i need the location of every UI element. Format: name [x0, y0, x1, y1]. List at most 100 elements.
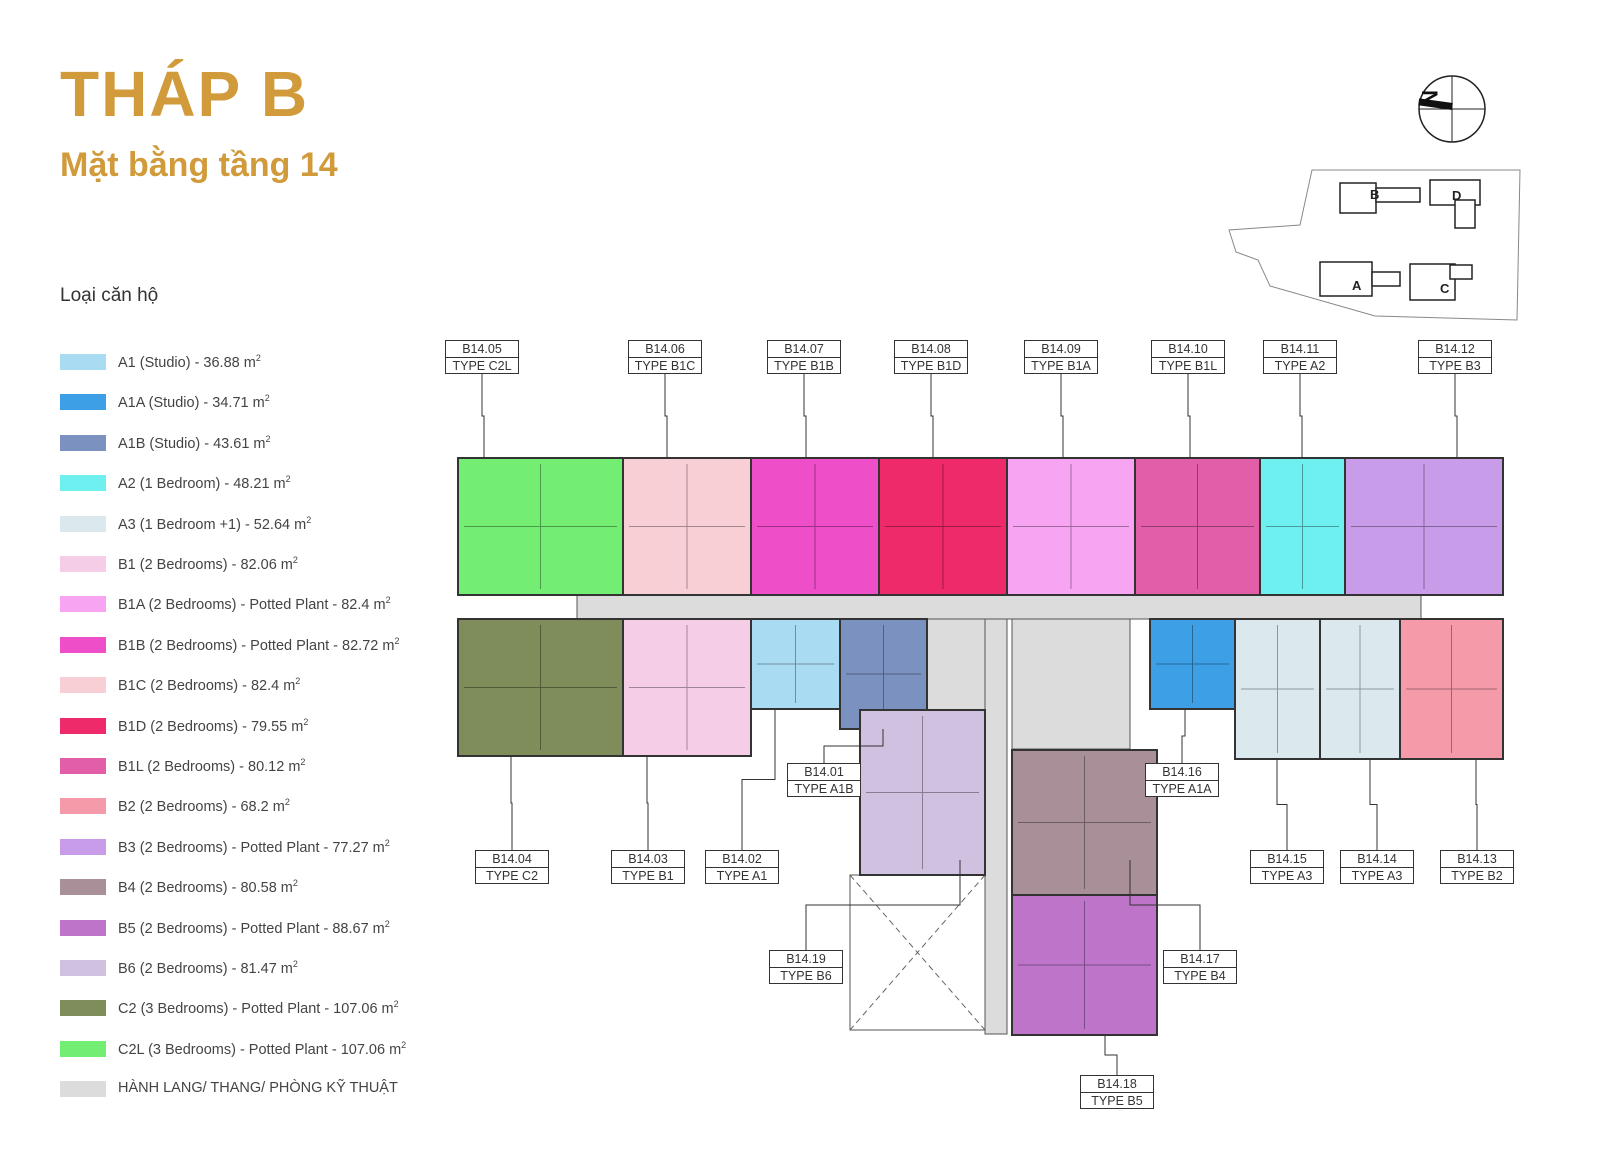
- unit-room-lines: [757, 625, 834, 703]
- unit-code: B14.10: [1152, 341, 1224, 358]
- unit-type: TYPE B2: [1451, 869, 1503, 883]
- unit-block: [1011, 894, 1158, 1036]
- legend-swatch: [60, 596, 106, 613]
- legend-item: B1 (2 Bedrooms) - 82.06 m2: [60, 554, 460, 574]
- legend-swatch: [60, 677, 106, 694]
- unit-room-lines: [1406, 625, 1497, 753]
- unit-type: TYPE B1B: [774, 359, 834, 373]
- page-subtitle: Mặt bằng tầng 14: [60, 146, 338, 184]
- legend-swatch: [60, 758, 106, 774]
- leader-lines: [481, 374, 1478, 1075]
- unit-room-lines: [1266, 464, 1339, 589]
- unit-type: TYPE A2: [1274, 359, 1326, 373]
- legend-item: A1 (Studio) - 36.88 m2: [60, 352, 460, 372]
- unit-type: TYPE B4: [1174, 969, 1226, 983]
- unit-room-lines: [1141, 464, 1254, 589]
- leader-line: [1104, 1035, 1118, 1075]
- unit-type: TYPE B1: [622, 869, 674, 883]
- unit-type: TYPE C2L: [452, 359, 512, 373]
- legend-swatch: [60, 838, 106, 855]
- legend-swatch: [60, 1081, 106, 1098]
- leader-line: [1276, 759, 1288, 850]
- legend-item: B1A (2 Bedrooms) - Potted Plant - 82.4 m…: [60, 594, 460, 614]
- legend-item: A1B (Studio) - 43.61 m2: [60, 433, 460, 453]
- legend-label: C2L (3 Bedrooms) - Potted Plant - 107.06…: [118, 1039, 407, 1058]
- unit-block: [878, 457, 1008, 596]
- unit-code: B14.14: [1341, 851, 1413, 868]
- unit-block: [622, 457, 752, 596]
- legend-swatch: [60, 515, 106, 532]
- unit-code: B14.07: [768, 341, 840, 358]
- legend-label: B2 (2 Bedrooms) - 68.2 m2: [118, 797, 290, 816]
- leader-line: [1454, 374, 1458, 458]
- unit-type: TYPE A3: [1261, 869, 1313, 883]
- unit-block: [1134, 457, 1261, 596]
- legend-label: A1B (Studio) - 43.61 m2: [118, 433, 271, 452]
- key-plan: B D A C: [1228, 169, 1521, 321]
- unit-block: [1259, 457, 1346, 596]
- leader-line: [646, 756, 649, 850]
- legend-item: B1D (2 Bedrooms) - 79.55 m2: [60, 716, 460, 736]
- unit-code: B14.12: [1419, 341, 1491, 358]
- compass-icon: N: [1417, 75, 1486, 143]
- unit-room-lines: [629, 625, 745, 750]
- unit-room-lines: [1013, 464, 1129, 589]
- unit-block: [1319, 618, 1401, 760]
- page-title: THÁP B: [60, 58, 310, 130]
- unit-code: B14.05: [446, 341, 518, 358]
- unit-type: TYPE B1D: [900, 359, 962, 373]
- unit-block: [457, 618, 624, 757]
- legend-swatch: [60, 717, 106, 734]
- unit-code: B14.08: [895, 341, 967, 358]
- unit-room-lines: [1351, 464, 1497, 589]
- leader-line: [1060, 374, 1064, 458]
- legend-item: HÀNH LANG/ THANG/ PHÒNG KỸ THUẬT: [60, 1079, 460, 1099]
- leader-line: [805, 860, 961, 950]
- legend-label: B1D (2 Bedrooms) - 79.55 m2: [118, 716, 309, 735]
- legend-label: B5 (2 Bedrooms) - Potted Plant - 88.67 m…: [118, 918, 390, 937]
- unit-code: B14.18: [1081, 1076, 1153, 1093]
- legend-label: A3 (1 Bedroom +1) - 52.64 m2: [118, 514, 312, 533]
- unit-type: TYPE B5: [1091, 1094, 1143, 1108]
- unit-code: B14.06: [629, 341, 701, 358]
- unit-code: B14.17: [1164, 951, 1236, 968]
- legend-heading: Loại căn hộ: [60, 285, 159, 306]
- legend-swatch: [60, 475, 106, 492]
- unit-type: TYPE B6: [780, 969, 832, 983]
- legend-item: B3 (2 Bedrooms) - Potted Plant - 77.27 m…: [60, 837, 460, 857]
- unit-room-lines: [629, 464, 745, 589]
- unit-room-lines: [885, 464, 1001, 589]
- unit-type: TYPE A1B: [794, 782, 854, 796]
- legend-item: B2 (2 Bedrooms) - 68.2 m2: [60, 796, 460, 816]
- legend-label: B1B (2 Bedrooms) - Potted Plant - 82.72 …: [118, 635, 400, 654]
- legend-swatch: [60, 960, 106, 976]
- unit-room-lines: [846, 625, 921, 723]
- key-plan-tower-d: D: [1452, 188, 1461, 203]
- legend-item: A2 (1 Bedroom) - 48.21 m2: [60, 473, 460, 493]
- key-plan-tower-a: A: [1352, 278, 1362, 293]
- key-plan-tower-b: B: [1370, 187, 1379, 202]
- legend-swatch: [60, 636, 106, 653]
- leader-line: [1475, 759, 1478, 850]
- unit-code: B14.09: [1025, 341, 1097, 358]
- unit-type: TYPE B3: [1429, 359, 1481, 373]
- legend-item: C2L (3 Bedrooms) - Potted Plant - 107.06…: [60, 1039, 460, 1059]
- unit-room-lines: [1018, 901, 1151, 1029]
- legend-label: HÀNH LANG/ THANG/ PHÒNG KỸ THUẬT: [118, 1080, 398, 1097]
- unit-block: [859, 709, 986, 876]
- unit-room-lines: [1326, 625, 1394, 753]
- leader-line: [664, 374, 668, 458]
- leader-line: [741, 709, 776, 850]
- leader-line: [803, 374, 807, 458]
- unit-code: B14.16: [1146, 764, 1218, 781]
- legend-item: C2 (3 Bedrooms) - Potted Plant - 107.06 …: [60, 998, 460, 1018]
- unit-block: [1399, 618, 1504, 760]
